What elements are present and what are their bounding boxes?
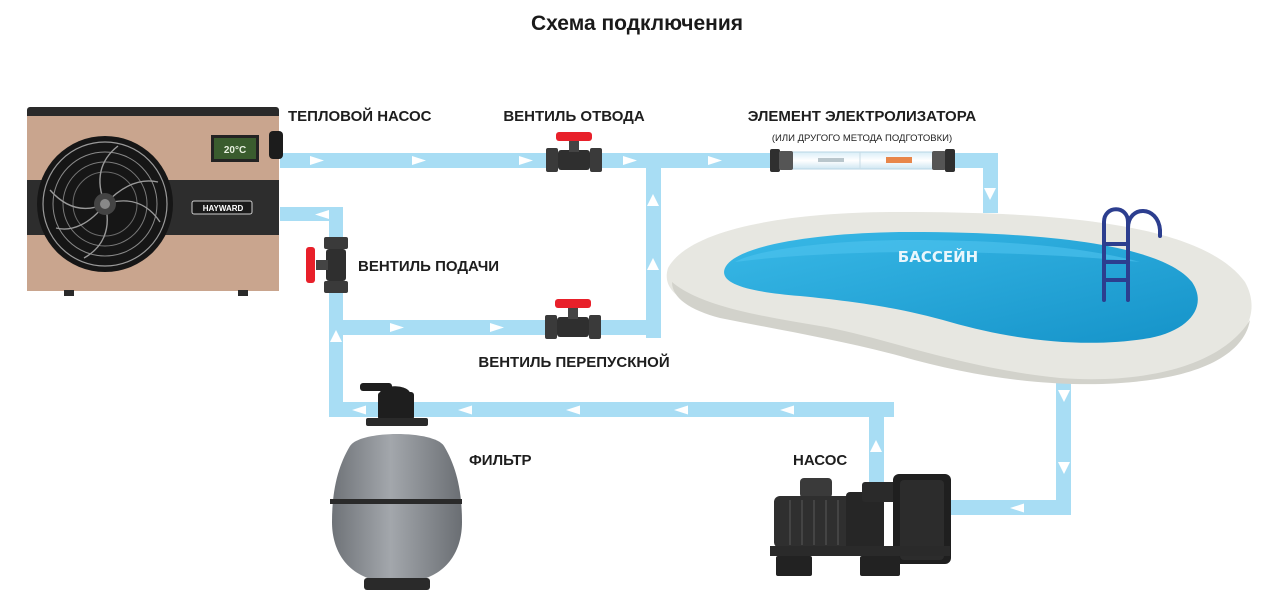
label-bypass-valve: ВЕНТИЛЬ ПЕРЕПУСКНОЙ [478,353,669,371]
supply-valve [306,237,348,293]
label-filter: ФИЛЬТР [469,452,532,469]
temperature-readout: 20°C [224,145,246,156]
label-drain-valve: ВЕНТИЛЬ ОТВОДА [503,108,645,125]
flow-arrow [490,323,504,332]
pipe-segment [983,153,998,213]
pool-rim-shadow [672,282,1250,385]
pool-water [724,232,1198,343]
flow-arrow [674,405,688,415]
fan-icon [37,136,173,272]
flow-arrow [458,405,472,415]
flow-arrow [780,405,794,415]
pool: БАССЕЙН [666,207,1252,385]
flow-arrow [870,440,882,452]
label-heat-pump: ТЕПЛОВОЙ НАСОС [288,107,432,125]
flow-arrow [352,405,366,415]
label-pump: НАСОС [793,452,847,469]
flow-arrow [315,210,329,219]
flow-arrow [390,323,404,332]
flow-arrow [647,194,659,206]
flow-arrow [566,405,580,415]
drain-valve [546,132,602,172]
label-electrolysis: ЭЛЕМЕНТ ЭЛЕКТРОЛИЗАТОРА [748,108,977,125]
label-pool: БАССЕЙН [898,247,978,266]
flow-arrow [330,330,342,342]
flow-arrow [1010,503,1024,513]
heat-pump-unit: 20°C HAYWARD [27,107,283,296]
pipe-segment [1056,370,1071,515]
label-electrolysis-note: (ИЛИ ДРУГОГО МЕТОДА ПОДГОТОВКИ) [772,133,952,144]
flow-arrow [519,156,533,165]
filter-icon [330,383,462,590]
flow-arrow [647,258,659,270]
flow-arrow [1058,462,1070,474]
bypass-valve [545,299,601,339]
pool-water-highlight [735,240,1140,262]
filter-tank [332,434,462,580]
flow-arrow [984,188,996,200]
label-supply-valve: ВЕНТИЛЬ ПОДАЧИ [358,258,499,275]
flow-arrow [1058,390,1070,402]
flow-arrow [708,156,722,165]
flow-arrow [623,156,637,165]
flow-arrow [310,156,324,165]
page-title: Схема подключения [530,12,744,35]
brand-logo: HAYWARD [203,204,244,213]
pipe-segment [945,500,1071,515]
electrolysis-cell [770,149,955,172]
ladder-icon [1102,207,1162,302]
pump-icon [770,474,951,576]
pipe-segment [646,160,661,338]
flow-arrow [412,156,426,165]
flow-arrows [310,156,1070,513]
